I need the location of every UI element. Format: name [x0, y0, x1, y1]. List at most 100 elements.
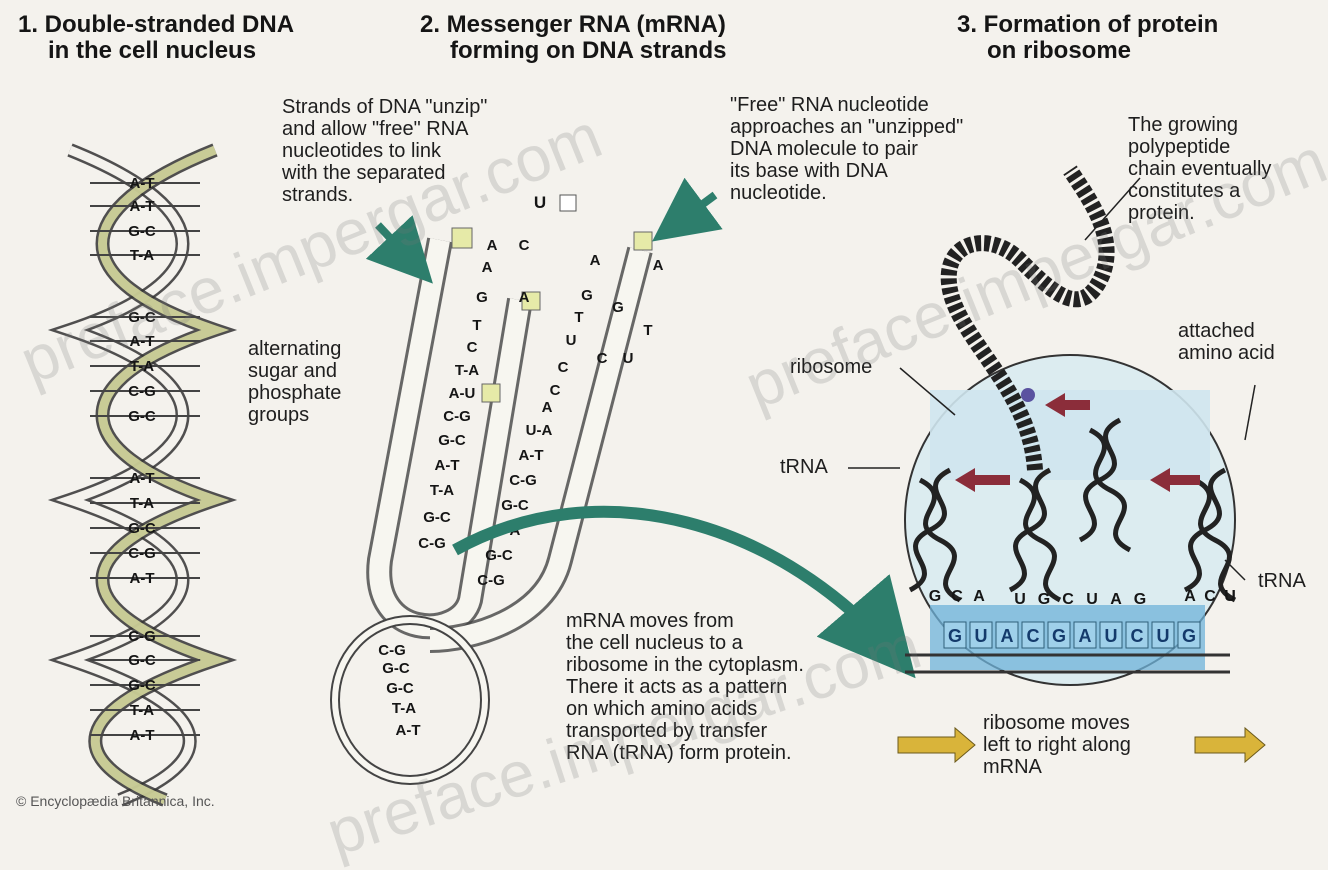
sugar-phosphate-annotation: alternating sugar and phosphate groups — [248, 338, 341, 426]
free-nucleotide-base: G — [612, 299, 624, 316]
anticodon-base: G — [1134, 591, 1146, 608]
free-line-1: "Free" RNA nucleotide — [730, 94, 963, 116]
right-strand-base: U — [566, 332, 577, 349]
free-nucleotide-base: U — [623, 350, 634, 367]
sugar-line-3: phosphate — [248, 382, 341, 404]
base-pair-label: C-G — [128, 383, 156, 400]
mrna-base-letter: G — [948, 626, 962, 646]
mrna-base-letter: C — [1131, 626, 1144, 646]
base-pair-label: A-T — [130, 727, 155, 744]
left-strand-base: G-C — [438, 432, 466, 449]
mrna-base-letter: U — [975, 626, 988, 646]
dna-double-helix: A-TA-TG-CT-AG-CA-TT-AC-GG-CA-TT-AG-CC-GA… — [70, 150, 215, 800]
panel-2-title: 2. Messenger RNA (mRNA) forming on DNA s… — [420, 12, 726, 64]
right-strand-base: A-T — [519, 447, 544, 464]
left-strand-base: A — [487, 237, 498, 254]
left-strand-base: G-C — [423, 509, 451, 526]
unzip-line-2: and allow "free" RNA — [282, 118, 487, 140]
polypeptide-line-1: The growing — [1128, 114, 1271, 136]
anticodon-base: G — [1038, 591, 1050, 608]
bottom-helix-pair: A-T — [396, 722, 421, 739]
anticodon-base: A — [1110, 591, 1122, 608]
trna-left-label: tRNA — [780, 456, 828, 478]
ribo-moves-line-3: mRNA — [983, 756, 1131, 778]
panel-3-title-line1: 3. Formation of protein — [957, 12, 1218, 38]
panel-1-title-line1: 1. Double-stranded DNA — [18, 12, 294, 38]
copyright-notice: © Encyclopædia Britannica, Inc. — [16, 793, 215, 809]
sugar-line-2: sugar and — [248, 360, 341, 382]
unzip-line-1: Strands of DNA "unzip" — [282, 96, 487, 118]
free-nucleotide-base: C — [519, 237, 530, 254]
base-pair-label: T-A — [130, 495, 154, 512]
panel-3-title: 3. Formation of protein on ribosome — [957, 12, 1218, 64]
panel-2-title-line2: forming on DNA strands — [420, 38, 726, 64]
mrna-base-letter: U — [1105, 626, 1118, 646]
anticodon-base: U — [1086, 591, 1098, 608]
left-strand-base: C-G — [443, 408, 471, 425]
anticodon-base: C — [951, 588, 963, 605]
ribo-moves-line-1: ribosome moves — [983, 712, 1131, 734]
bottom-helix-pair: G-C — [386, 680, 414, 697]
left-strand-base: T — [472, 317, 481, 334]
bottom-helix-pair: G-C — [382, 660, 410, 677]
left-strand-base: A — [482, 259, 493, 276]
base-pair-label: G-C — [128, 223, 156, 240]
sugar-line-1: alternating — [248, 338, 341, 360]
base-pair-label: G-C — [128, 677, 156, 694]
right-strand-base: C — [550, 382, 561, 399]
attached-amino-acid-label: attached amino acid — [1178, 320, 1275, 364]
right-strand-base: G — [581, 287, 593, 304]
right-strand-base: G-C — [485, 547, 513, 564]
anticodon-base: C — [1204, 588, 1216, 605]
free-nucleotide-base: A — [653, 257, 664, 274]
left-strand-base: T-A — [430, 482, 454, 499]
base-pair-label: C-G — [128, 545, 156, 562]
attached-line-1: attached — [1178, 320, 1275, 342]
free-nucleotide-base: C — [597, 350, 608, 367]
right-strand-base: A — [590, 252, 601, 269]
base-pair-label: A-T — [130, 198, 155, 215]
mrna-base-letter: G — [1052, 626, 1066, 646]
free-nucleotide-base: A — [519, 289, 530, 306]
mrna-base-letter: C — [1027, 626, 1040, 646]
trna-right-label: tRNA — [1258, 570, 1306, 592]
left-strand-base: T-A — [455, 362, 479, 379]
right-strand-base: G-C — [501, 497, 529, 514]
right-strand-base: U-A — [526, 422, 553, 439]
free-nucleotide-base: T — [643, 322, 652, 339]
left-strand-base: G — [476, 289, 488, 306]
ribo-moves-line-2: left to right along — [983, 734, 1131, 756]
bottom-helix-pair: T-A — [392, 700, 416, 717]
ribosome-moves-annotation: ribosome moves left to right along mRNA — [983, 712, 1131, 778]
panel-1-title: 1. Double-stranded DNA in the cell nucle… — [18, 12, 294, 64]
anticodon-base: A — [973, 588, 985, 605]
mrna-base-letter: A — [1079, 626, 1092, 646]
base-pair-label: G-C — [128, 652, 156, 669]
right-strand-base: A — [542, 399, 553, 416]
anticodon-base: C — [1062, 591, 1074, 608]
free-line-5: nucleotide. — [730, 182, 963, 204]
base-pair-label: C-G — [128, 628, 156, 645]
base-pair-label: G-C — [128, 408, 156, 425]
panel-3-title-line2: on ribosome — [957, 38, 1218, 64]
right-strand-base: C-G — [509, 472, 537, 489]
base-pair-label: A-T — [130, 470, 155, 487]
anticodon-base: U — [1224, 588, 1236, 605]
anticodon-base: U — [1014, 591, 1026, 608]
mrna-base-letter: G — [1182, 626, 1196, 646]
free-nucleotide-arrow — [665, 195, 715, 232]
base-pair-label: A-T — [130, 175, 155, 192]
left-strand-base: C-G — [418, 535, 446, 552]
right-strand-base: C — [558, 359, 569, 376]
base-pair-label: T-A — [130, 247, 154, 264]
mrna-line-1: mRNA moves from — [566, 610, 804, 632]
anticodon-base: A — [1184, 588, 1196, 605]
free-line-4: its base with DNA — [730, 160, 963, 182]
panel-1-title-line2: in the cell nucleus — [18, 38, 294, 64]
free-nucleotide-annotation: "Free" RNA nucleotide approaches an "unz… — [730, 94, 963, 204]
free-line-3: DNA molecule to pair — [730, 138, 963, 160]
left-strand-base: C — [467, 339, 478, 356]
left-strand-base: A-T — [435, 457, 460, 474]
sugar-line-4: groups — [248, 404, 341, 426]
right-strand-base: C-G — [477, 572, 505, 589]
